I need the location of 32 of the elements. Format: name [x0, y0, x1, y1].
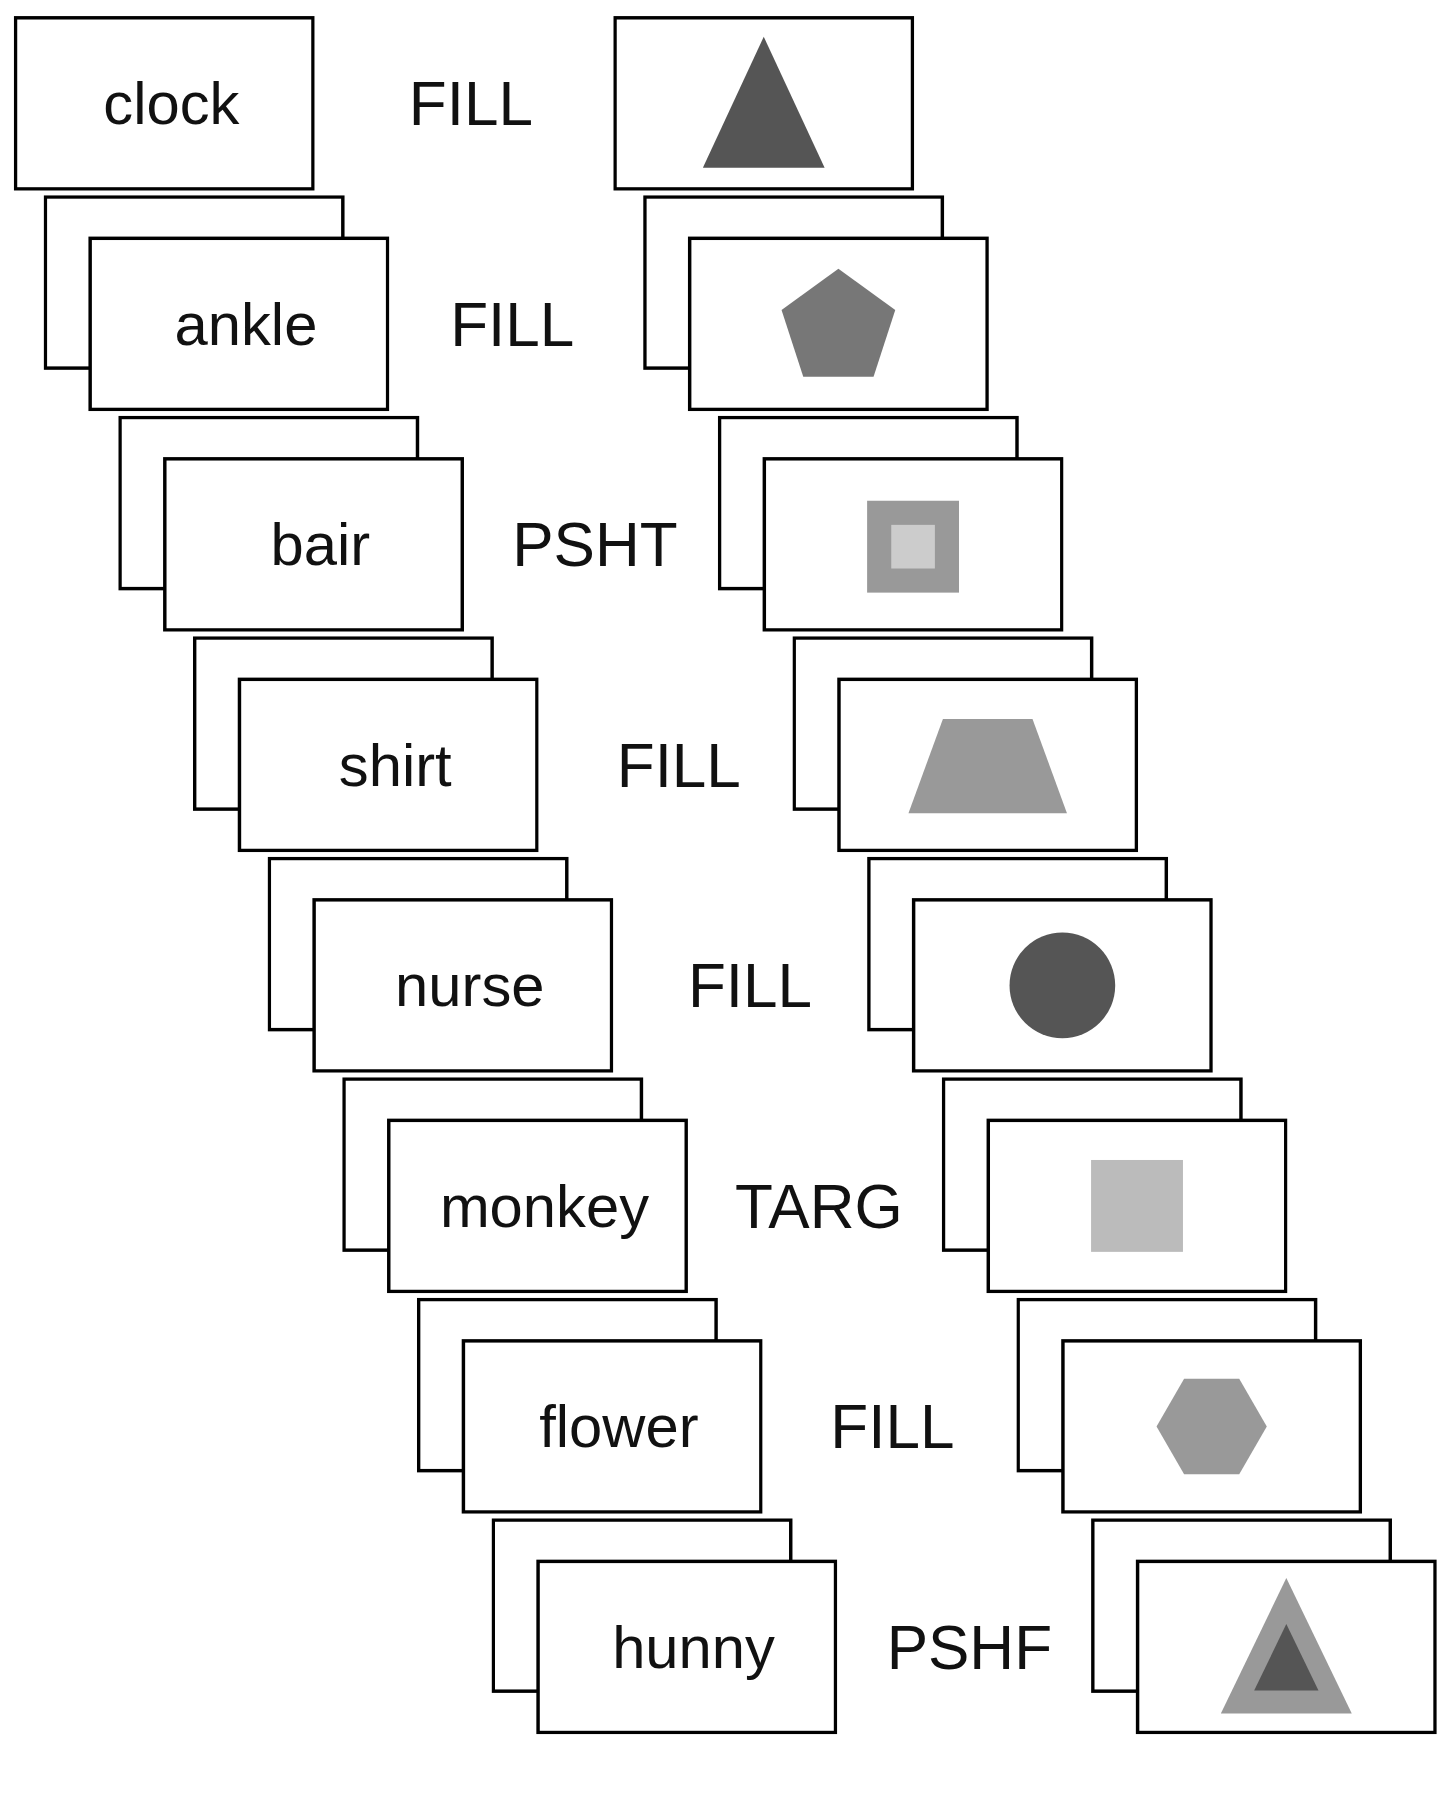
stacked-word-cards — [416, 1297, 763, 1514]
stacked-word-cards — [192, 636, 539, 853]
stacked-word-cards — [43, 195, 390, 412]
stacked-word-cards — [491, 1518, 838, 1735]
stacked-word-cards — [267, 856, 614, 1073]
trial-type-label: FILL — [450, 289, 575, 359]
trial-type-label: PSHT — [512, 509, 678, 579]
card-word: clock — [103, 69, 240, 138]
stacked-shape-cards — [643, 195, 989, 412]
card-word: bair — [270, 510, 371, 579]
stacked-shape-cards — [941, 1077, 1288, 1294]
trial-type-label: FILL — [408, 68, 533, 138]
card-word: nurse — [395, 951, 545, 1020]
stacked-shape-cards — [792, 636, 1139, 853]
stacked-word-cards — [342, 1077, 688, 1294]
word-card — [13, 16, 315, 191]
stacked-word-cards — [118, 415, 464, 632]
shape-card — [613, 16, 915, 191]
trial-type-label: PSHF — [886, 1612, 1053, 1682]
card-word: shirt — [338, 730, 452, 800]
trial-type-label: FILL — [830, 1392, 955, 1461]
card-word: monkey — [439, 1171, 649, 1241]
stacked-shape-cards — [867, 856, 1213, 1073]
trial-type-label: FILL — [616, 730, 741, 800]
stacked-shape-cards — [1016, 1297, 1363, 1514]
stacked-shape-cards — [1091, 1518, 1437, 1735]
card-word: hunny — [612, 1612, 775, 1682]
card-word: ankle — [174, 289, 318, 359]
stacked-shape-cards — [717, 415, 1064, 632]
trial-type-label: FILL — [687, 950, 813, 1020]
card-word: flower — [539, 1392, 699, 1461]
trial-type-label: TARG — [735, 1171, 903, 1241]
